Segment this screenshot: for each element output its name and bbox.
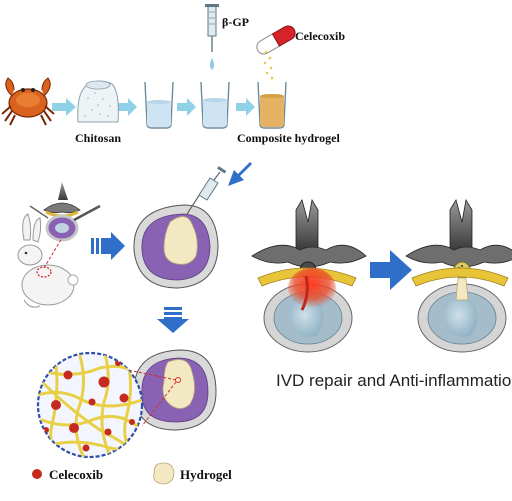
disc-filled (133, 349, 217, 431)
process-arrows-top (52, 98, 255, 116)
crab-icon (1, 77, 55, 126)
beaker-2 (200, 81, 230, 129)
capsule-icon (256, 25, 296, 55)
syringe-diagonal-icon (186, 166, 227, 215)
zoom-line (43, 237, 63, 269)
inflammation-area (288, 268, 336, 308)
chitosan-label: Chitosan (75, 131, 121, 145)
legend-hydrogel-swatch (153, 462, 175, 485)
beta-gp-label: β-GP (222, 15, 249, 29)
celecoxib-top-label: Celecoxib (295, 29, 345, 43)
hydrogel-network-magnified (36, 351, 144, 459)
legend-celecoxib-label: Celecoxib (49, 467, 103, 482)
arrow-to-filled-disc (157, 307, 189, 333)
arrow-beaker-to-gp (177, 98, 196, 116)
arrow-gp-to-composite (236, 98, 255, 116)
legend-hydrogel-label: Hydrogel (180, 467, 232, 482)
powder-stream (263, 50, 274, 80)
arrow-chitosan-to-beaker (118, 98, 137, 116)
small-vertebra (29, 182, 101, 242)
legend-celecoxib-swatch (32, 469, 42, 479)
gp-droplet-icon (210, 58, 214, 70)
magnify-line-1 (127, 369, 177, 381)
arrow-crab-to-chitosan (52, 98, 76, 116)
vertebra-repaired (405, 198, 512, 353)
ivd-repair-label: IVD repair and Anti-inflammation (276, 371, 512, 390)
chitosan-powder-icon (77, 80, 119, 123)
syringe-vertical-icon (205, 4, 219, 70)
arrow-to-repaired (370, 250, 412, 290)
beaker-composite (257, 81, 287, 129)
vertebra-inflamed (251, 198, 367, 353)
composite-hydrogel-label: Composite hydrogel (237, 131, 340, 145)
arrow-to-injection (228, 162, 252, 186)
magnify-line-2 (141, 381, 177, 427)
arrow-to-injected-disc (91, 232, 125, 260)
legend: Celecoxib Hydrogel (32, 462, 232, 485)
disc-injection (133, 166, 227, 289)
rabbit-icon (17, 213, 79, 308)
beaker-1 (144, 81, 174, 129)
